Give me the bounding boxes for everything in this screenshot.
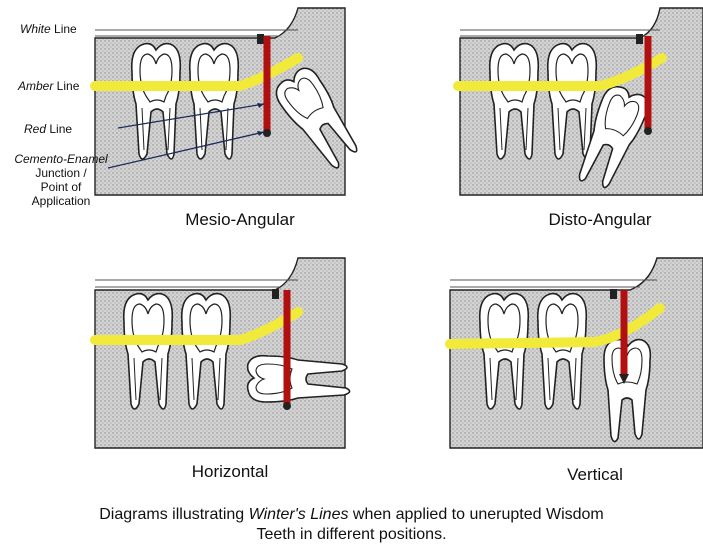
panel-title-mesio-angular: Mesio-Angular xyxy=(140,210,340,230)
cej-point xyxy=(263,129,271,137)
figure-caption: Diagrams illustrating Winter's Lines whe… xyxy=(0,505,703,545)
panel-vertical xyxy=(450,258,703,448)
amber-line-label: Amber Line xyxy=(18,79,79,93)
panel-disto-angular xyxy=(458,8,703,195)
white-line-label: White Line xyxy=(20,22,77,36)
panel-title-disto-angular: Disto-Angular xyxy=(500,210,700,230)
panel-title-vertical: Vertical xyxy=(495,465,695,485)
panel-title-horizontal: Horizontal xyxy=(130,462,330,482)
red-line-label: Red Line xyxy=(24,122,72,136)
cej-point xyxy=(283,402,291,410)
panel-horizontal xyxy=(95,258,350,448)
panel-mesio-angular xyxy=(95,8,367,195)
cej-label: Cemento-Enamel Junction / Point of Appli… xyxy=(6,152,116,208)
cej-point xyxy=(644,127,652,135)
